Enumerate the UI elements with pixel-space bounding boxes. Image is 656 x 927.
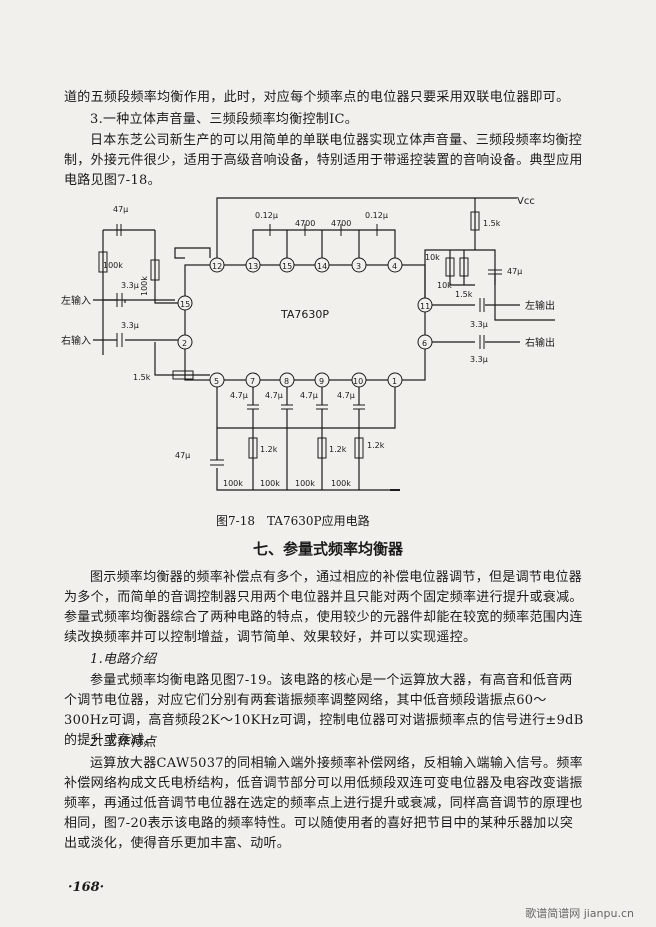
component-label: 4700 [295,219,315,228]
subheading-2: 2.工作特点 [90,735,157,750]
component-label: 0.12μ [365,211,388,220]
pin-label: 15 [282,262,292,271]
vcc-rail [216,197,517,258]
paragraph-circuit: 参量式频率均衡电路见图7-19。该电路的核心是一个运算放大器，有高音和低音两个调… [64,673,584,748]
component-label: 10k [437,281,452,290]
page-number: ·168· [68,880,105,895]
component-label: 3.3μ [470,320,488,329]
subheading-1: 1.电路介绍 [90,652,157,667]
watermark: 歌谱简谱网 jianpu.cn [525,907,634,920]
component-label: 0.12μ [255,211,278,220]
pin-label: 2 [182,339,187,348]
component-label: 4.7μ [265,391,283,400]
component-label: 100k [103,261,123,270]
pin-label: 6 [422,339,427,348]
right-output-label: 右输出 [525,336,555,349]
left-input-label: 左输入 [61,294,91,307]
resistor [354,437,364,459]
component-label: 47μ [507,267,522,276]
pin-label: 4 [392,262,397,271]
pin-label: 3 [356,262,361,271]
component-label: 1.2k [260,445,278,454]
component-label: 3.3μ [121,321,139,330]
component-label: 100k [331,479,351,488]
pin-label: 7 [250,377,255,386]
paragraph-toshiba: 日本东芝公司新生产的可以用简单的单联电位器实现立体声音量、三频段频率均衡控制，外… [64,133,583,188]
component-label: 4.7μ [300,391,318,400]
pin-label: 13 [248,262,258,271]
component-label: 1.5k [483,219,501,228]
resistor [172,370,194,380]
component-label: 47μ [113,205,128,214]
resistor [248,437,258,459]
paragraph-features: 运算放大器CAW5037的同相输入端外接频率补偿网络，反相输入端输入信号。频率补… [64,756,583,851]
component-label: 1.5k [133,373,151,382]
pin-label: 9 [319,377,324,386]
component-label: 4.7μ [337,391,355,400]
paragraph-intro: 图示频率均衡器的频率补偿点有多个，通过相应的补偿电位器调节，但是调节电位器为多个… [64,570,583,645]
paragraph-continued: 道的五频段频率均衡作用，此时，对应每个频率点的电位器只要采用双联电位器即可。 [64,90,570,105]
pin-label: 10 [353,377,363,386]
pin-label: 5 [214,377,219,386]
component-label: 3.3μ [121,281,139,290]
circuit-diagram: TA7630P 12 13 15 14 3 4 15 2 11 6 5 7 8 … [61,196,555,491]
vcc-label: Vcc [517,196,535,207]
pin-label: 11 [420,302,430,311]
pin-label: 1 [392,377,397,386]
component-label: 100k [295,479,315,488]
component-label: 100k [223,479,243,488]
left-output-label: 左输出 [525,299,555,312]
resistor [150,259,160,281]
component-label: 4.7μ [230,391,248,400]
section-title: 七、参量式频率均衡器 [252,540,403,558]
component-label: 10k [425,253,440,262]
component-label: 4700 [331,219,351,228]
item-heading-3: 3.一种立体声音量、三频段频率均衡控制IC。 [90,112,359,127]
resistor [317,437,327,459]
component-label: 1.5k [455,290,473,299]
resistor [445,257,455,277]
component-label: 100k [140,276,149,296]
pin-label: 8 [284,377,289,386]
ic-label: TA7630P [280,308,329,321]
component-label: 47μ [175,451,190,460]
resistor [98,251,108,273]
right-input-label: 右输入 [61,334,91,347]
pin-label: 14 [317,262,327,271]
ic-body [184,264,426,381]
pin-label: 12 [212,262,222,271]
component-label: 100k [260,479,280,488]
pin-label: 15 [180,300,190,309]
component-label: 1.2k [367,441,385,450]
pin-circle [177,334,193,350]
figure-caption: 图7-18 TA7630P应用电路 [216,514,370,528]
component-label: 3.3μ [470,355,488,364]
component-label: 1.2k [329,445,347,454]
resistor [470,211,480,231]
